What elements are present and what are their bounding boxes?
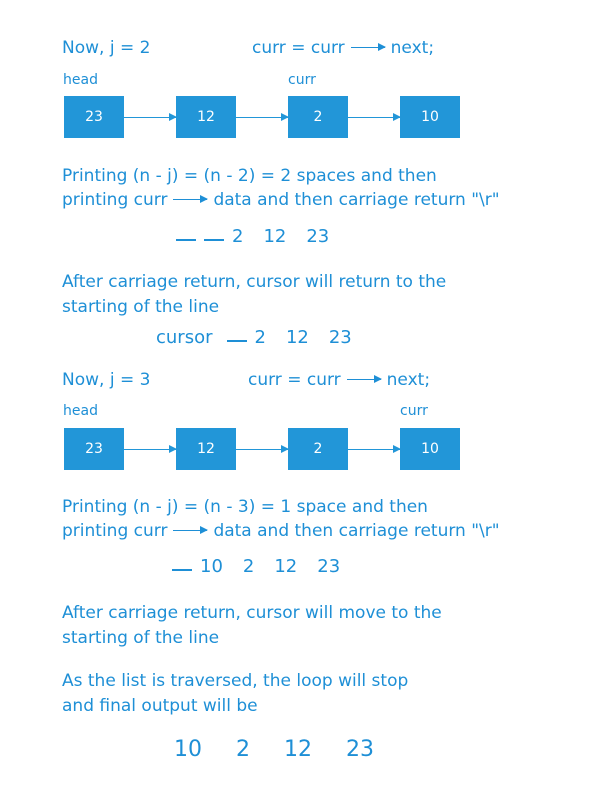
list-node: 2 [288, 428, 348, 470]
curr-statement-left: curr = curr [248, 370, 341, 390]
link-arrow-icon [124, 445, 177, 453]
output-value: 2 [254, 327, 266, 348]
after-line-1: After carriage return, cursor will retur… [62, 272, 447, 292]
final-value: 2 [236, 737, 250, 762]
print-line-2-right: data and then carriage return "\r" [213, 521, 500, 541]
output-value: 2 [232, 226, 244, 247]
output-value: 12 [285, 327, 309, 348]
after-line-1: After carriage return, cursor will move … [62, 603, 442, 623]
head-label: head [63, 403, 98, 419]
arrow-icon [173, 194, 209, 203]
curr-statement-right: next; [390, 38, 435, 58]
output-value: 2 [242, 556, 255, 577]
output-value: 12 [274, 556, 298, 577]
output-value: 23 [328, 327, 352, 348]
link-arrow-icon [348, 113, 401, 121]
final-value: 10 [174, 737, 202, 762]
list-node: 10 [400, 96, 460, 138]
print-line-2-left: printing curr [62, 521, 168, 541]
curr-label: curr [400, 403, 428, 419]
final-value: 12 [284, 737, 312, 762]
output-value: 10 [200, 556, 223, 577]
arrow-icon [350, 42, 386, 51]
space-blank [172, 569, 192, 571]
output-value: 23 [306, 226, 330, 247]
link-arrow-icon [236, 113, 289, 121]
conclusion-line-2: and final output will be [62, 696, 258, 716]
final-value: 23 [346, 737, 374, 762]
list-node: 23 [64, 96, 124, 138]
print-line-1: Printing (n - j) = (n - 2) = 2 spaces an… [62, 166, 437, 186]
section2-now: Now, j = 3 [62, 370, 151, 390]
space-blank [226, 340, 247, 342]
section1-curr-statement: curr = curr next; [252, 38, 434, 58]
print-line-2: printing curr data and then carriage retu… [62, 521, 500, 541]
output-value: 23 [317, 556, 341, 577]
conclusion-line-1: As the list is traversed, the loop will … [62, 671, 409, 691]
output-line: 2 12 23 [176, 226, 349, 247]
link-arrow-icon [124, 113, 177, 121]
print-line-2-right: data and then carriage return "\r" [213, 190, 500, 210]
output-line: 10 2 12 23 [172, 556, 360, 577]
curr-statement-right: next; [386, 370, 431, 390]
list-node: 12 [176, 96, 236, 138]
print-line-2: printing curr data and then carriage retu… [62, 190, 500, 210]
head-label: head [63, 72, 98, 88]
curr-label: curr [288, 72, 316, 88]
section1-now: Now, j = 2 [62, 38, 151, 58]
final-output: 10 2 12 23 [174, 737, 408, 762]
print-line-2-left: printing curr [62, 190, 168, 210]
list-node: 23 [64, 428, 124, 470]
cursor-label: cursor [156, 327, 213, 348]
link-arrow-icon [236, 445, 289, 453]
arrow-icon [173, 525, 209, 534]
link-arrow-icon [348, 445, 401, 453]
cursor-line: cursor 2 12 23 [156, 327, 372, 348]
after-line-2: starting of the line [62, 628, 220, 648]
list-node: 12 [176, 428, 236, 470]
print-line-1: Printing (n - j) = (n - 3) = 1 space and… [62, 497, 428, 517]
arrow-icon [346, 374, 382, 383]
output-value: 12 [263, 226, 287, 247]
space-blank [176, 239, 196, 241]
list-node: 2 [288, 96, 348, 138]
curr-statement-left: curr = curr [252, 38, 345, 58]
section2-curr-statement: curr = curr next; [248, 370, 430, 390]
list-node: 10 [400, 428, 460, 470]
after-line-2: starting of the line [62, 297, 220, 317]
space-blank [204, 239, 224, 241]
